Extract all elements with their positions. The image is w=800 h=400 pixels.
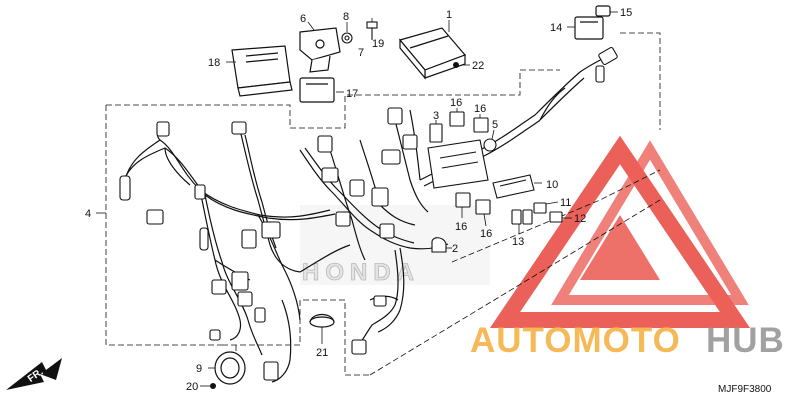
callout-16-d: 16 bbox=[480, 228, 492, 240]
callout-22: 22 bbox=[472, 60, 484, 72]
watermark-text-part2: HUB bbox=[706, 321, 785, 360]
callout-21: 21 bbox=[316, 347, 328, 359]
leader-lines bbox=[96, 11, 618, 387]
callout-20: 20 bbox=[186, 381, 198, 393]
svg-text:HONDA: HONDA bbox=[302, 259, 420, 286]
callout-2: 2 bbox=[452, 243, 458, 255]
callout-7: 7 bbox=[358, 47, 364, 59]
callout-19: 19 bbox=[372, 38, 384, 50]
callout-13: 13 bbox=[512, 236, 524, 248]
part-18-control-unit bbox=[231, 45, 293, 97]
callout-16-a: 16 bbox=[450, 97, 462, 109]
callout-6: 6 bbox=[300, 13, 306, 25]
diagram-code: MJF9F3800 bbox=[718, 384, 772, 395]
callout-15: 15 bbox=[620, 7, 632, 19]
callout-12: 12 bbox=[574, 213, 586, 225]
watermark-text-part1: AUTOMOTO bbox=[470, 321, 681, 360]
honda-background-logo: HONDA bbox=[300, 205, 490, 286]
grouping-dashed-lines bbox=[105, 32, 661, 378]
harness-connectors bbox=[119, 46, 618, 381]
watermark-logo-icon bbox=[489, 135, 751, 328]
callout-18: 18 bbox=[208, 57, 220, 69]
callout-1: 1 bbox=[446, 9, 452, 21]
callout-3: 3 bbox=[433, 110, 439, 122]
part-21-clamp bbox=[309, 313, 335, 328]
part-12-fuse bbox=[549, 211, 563, 223]
callout-16-b: 16 bbox=[474, 103, 486, 115]
callout-9: 9 bbox=[196, 363, 202, 375]
part-6-bracket bbox=[299, 27, 341, 73]
callout-5: 5 bbox=[492, 119, 498, 131]
part-22-screw-icon bbox=[453, 62, 459, 68]
callout-4: 4 bbox=[85, 208, 91, 220]
callout-14: 14 bbox=[550, 22, 562, 34]
part-16-relays bbox=[449, 111, 491, 215]
watermark-text: AUTOMOTO HUB bbox=[470, 321, 785, 360]
part-8-nut-icon bbox=[341, 32, 353, 44]
part-15-cap bbox=[595, 5, 611, 17]
part-17-unit bbox=[299, 77, 335, 103]
callout-10: 10 bbox=[546, 179, 558, 191]
part-9-horn bbox=[214, 351, 246, 385]
callout-8: 8 bbox=[343, 11, 349, 23]
fuse-box bbox=[427, 139, 489, 189]
front-direction-arrow-icon: FR. bbox=[6, 358, 62, 390]
part-5-grommet bbox=[483, 138, 497, 152]
part-11-fuse bbox=[533, 202, 547, 214]
part-3-fuse bbox=[429, 123, 443, 143]
callout-16-c: 16 bbox=[455, 221, 467, 233]
part-20-bolt-icon bbox=[210, 383, 216, 389]
part-1-module bbox=[398, 27, 467, 80]
callout-17: 17 bbox=[346, 88, 358, 100]
part-14-relay bbox=[574, 16, 604, 40]
part-13-fuses bbox=[511, 209, 533, 225]
part-2-cover bbox=[431, 237, 447, 253]
callout-11: 11 bbox=[560, 197, 571, 209]
part-10-fuse-box bbox=[492, 174, 535, 199]
wire-harness bbox=[124, 54, 611, 383]
callout-numbers: 1 2 3 4 5 6 7 8 9 10 11 12 13 14 15 16 1… bbox=[85, 7, 632, 393]
